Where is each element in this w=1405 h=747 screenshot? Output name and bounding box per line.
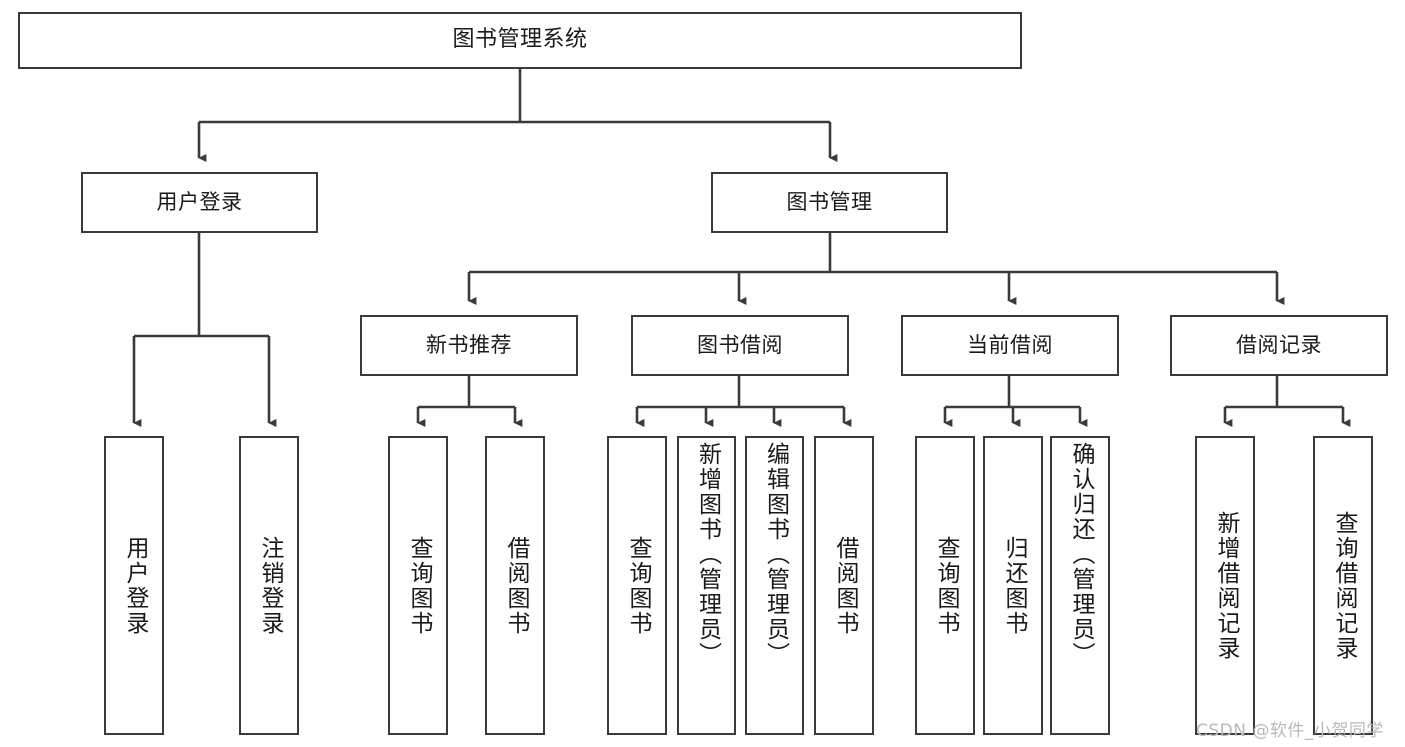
node-leaf-edit-book-label: 编辑图书（管理员）: [762, 442, 789, 667]
node-leaf-query-book-1[interactable]: 查询图书: [388, 436, 448, 735]
node-user-login[interactable]: 用户登录: [81, 172, 318, 233]
node-book-borrow-label: 图书借阅: [697, 333, 783, 358]
node-leaf-add-book-label: 新增图书（管理员）: [694, 442, 721, 667]
node-new-book-rec-label: 新书推荐: [426, 333, 512, 358]
node-leaf-user-login-label: 用户登录: [121, 535, 148, 636]
node-leaf-return-book-label: 归还图书: [1000, 535, 1027, 636]
node-root[interactable]: 图书管理系统: [18, 12, 1022, 69]
node-leaf-user-logout[interactable]: 注销登录: [239, 436, 299, 735]
node-leaf-add-record-label: 新增借阅记录: [1212, 510, 1239, 661]
node-current-borrow[interactable]: 当前借阅: [901, 315, 1119, 376]
node-leaf-borrow-book-2-label: 借阅图书: [831, 535, 858, 636]
node-leaf-query-book-3-label: 查询图书: [932, 535, 959, 636]
node-leaf-query-book-3[interactable]: 查询图书: [915, 436, 975, 735]
node-borrow-record-label: 借阅记录: [1236, 333, 1322, 358]
node-root-label: 图书管理系统: [452, 27, 588, 53]
node-book-manage[interactable]: 图书管理: [711, 172, 948, 233]
node-user-login-label: 用户登录: [156, 190, 243, 215]
node-leaf-confirm-return-label: 确认归还（管理员）: [1067, 442, 1094, 667]
node-leaf-query-book-1-label: 查询图书: [405, 535, 432, 636]
node-leaf-query-record[interactable]: 查询借阅记录: [1313, 436, 1373, 735]
node-leaf-confirm-return[interactable]: 确认归还（管理员）: [1050, 436, 1110, 735]
node-leaf-query-record-label: 查询借阅记录: [1330, 510, 1357, 661]
node-leaf-borrow-book-1[interactable]: 借阅图书: [485, 436, 545, 735]
node-leaf-query-book-2[interactable]: 查询图书: [607, 436, 667, 735]
node-leaf-borrow-book-2[interactable]: 借阅图书: [814, 436, 874, 735]
node-leaf-query-book-2-label: 查询图书: [624, 535, 651, 636]
node-leaf-user-logout-label: 注销登录: [256, 535, 283, 636]
node-book-borrow[interactable]: 图书借阅: [631, 315, 849, 376]
node-current-borrow-label: 当前借阅: [967, 333, 1053, 358]
node-leaf-user-login[interactable]: 用户登录: [104, 436, 164, 735]
node-leaf-add-book[interactable]: 新增图书（管理员）: [677, 436, 736, 735]
node-book-manage-label: 图书管理: [786, 190, 873, 215]
node-leaf-add-record[interactable]: 新增借阅记录: [1195, 436, 1255, 735]
node-new-book-rec[interactable]: 新书推荐: [360, 315, 578, 376]
node-leaf-edit-book[interactable]: 编辑图书（管理员）: [745, 436, 804, 735]
node-borrow-record[interactable]: 借阅记录: [1170, 315, 1388, 376]
node-leaf-borrow-book-1-label: 借阅图书: [502, 535, 529, 636]
node-leaf-return-book[interactable]: 归还图书: [983, 436, 1043, 735]
